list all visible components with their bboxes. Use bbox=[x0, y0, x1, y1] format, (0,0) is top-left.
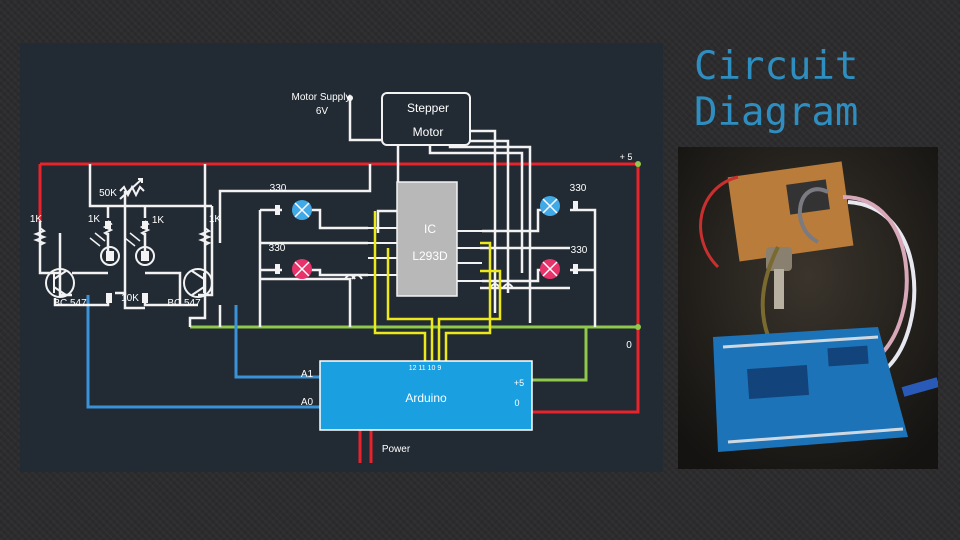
plus5-rail-wires bbox=[38, 162, 640, 414]
circuit-photo bbox=[678, 147, 938, 469]
led-mid-right bbox=[540, 259, 560, 279]
photo-arduino-board bbox=[713, 327, 908, 452]
stepper-motor-label: Stepper bbox=[407, 101, 449, 115]
motor-supply-terminal bbox=[347, 95, 353, 101]
circuit-photo-illustration bbox=[678, 147, 938, 469]
photo-usb-cable bbox=[901, 377, 938, 397]
resistor-zigzags bbox=[33, 220, 212, 246]
ground-rail-wires bbox=[190, 325, 638, 382]
arduino-pin-gnd-label: 0 bbox=[514, 398, 519, 408]
resistor-10k-label: 10K bbox=[121, 293, 139, 304]
arduino-power-label: Power bbox=[382, 444, 411, 455]
transistor-left bbox=[45, 268, 75, 298]
ldr-left bbox=[89, 232, 120, 266]
power-wires bbox=[358, 430, 373, 463]
motor-supply-voltage: 6V bbox=[316, 106, 329, 117]
data-wires bbox=[373, 211, 502, 361]
transistor-right bbox=[183, 268, 213, 298]
resistor-1k-c-label: 1K bbox=[152, 215, 165, 226]
resistor-1k-b-label: 1K bbox=[88, 214, 101, 225]
arduino-pin-a0-label: A0 bbox=[301, 397, 314, 408]
perfboard bbox=[727, 161, 854, 262]
stepper-motor-box bbox=[381, 92, 471, 146]
stepper-motor-label-2: Motor bbox=[413, 125, 444, 139]
circuit-schematic: Motor Supply 6V Stepper Motor + 5 0 50K … bbox=[30, 92, 641, 463]
arduino-label: Arduino bbox=[405, 391, 447, 405]
potentiometer-50k bbox=[119, 178, 145, 200]
schematic-panel: Motor Supply 6V Stepper Motor + 5 0 50K … bbox=[20, 43, 663, 472]
slide-title: Circuit Diagram bbox=[694, 44, 944, 136]
resistor-330-mr-label: 330 bbox=[571, 245, 588, 256]
arduino-pin-plus5-label: +5 bbox=[514, 378, 524, 388]
resistor-330-ml-label: 330 bbox=[269, 243, 286, 254]
arduino-board bbox=[319, 360, 533, 431]
resistor-10k bbox=[106, 293, 148, 303]
pot-label: 50K bbox=[99, 188, 117, 199]
title-line-2: Diagram bbox=[694, 90, 859, 135]
ldr-right bbox=[124, 232, 155, 266]
led-top-left bbox=[292, 200, 312, 220]
plus5-rail-label: + 5 bbox=[620, 152, 633, 162]
sensor-wires bbox=[86, 295, 320, 409]
plus5-node bbox=[635, 161, 641, 167]
photo-potentiometer bbox=[766, 247, 792, 309]
led-resistors bbox=[275, 201, 578, 274]
transistor-left-label: BC 547 bbox=[53, 298, 87, 309]
arduino-digital-pins-label: 12 11 10 9 bbox=[409, 365, 442, 372]
ground-node bbox=[635, 324, 641, 330]
resistor-330-tr-label: 330 bbox=[570, 183, 587, 194]
led-top-right bbox=[540, 196, 560, 216]
led-mid-left bbox=[292, 259, 312, 279]
resistor-1k-d-label: 1K bbox=[209, 214, 222, 225]
resistor-330-tl-label: 330 bbox=[270, 183, 287, 194]
zero-rail-label: 0 bbox=[626, 340, 632, 351]
arduino-pin-a1-label: A1 bbox=[301, 369, 314, 380]
l293d-chip bbox=[396, 181, 458, 297]
ic-pins-left bbox=[368, 227, 397, 276]
ic-label: IC bbox=[424, 222, 436, 236]
ic-part-label: L293D bbox=[412, 249, 448, 263]
motor-supply-wires bbox=[348, 92, 532, 323]
title-line-1: Circuit bbox=[694, 44, 859, 89]
transistor-right-label: BC 547 bbox=[167, 298, 201, 309]
resistor-1k-a-label: 1K bbox=[30, 214, 43, 225]
ic-pins-right bbox=[457, 230, 482, 282]
led-bias-blocks bbox=[105, 221, 148, 229]
motor-supply-label: Motor Supply bbox=[292, 92, 351, 103]
